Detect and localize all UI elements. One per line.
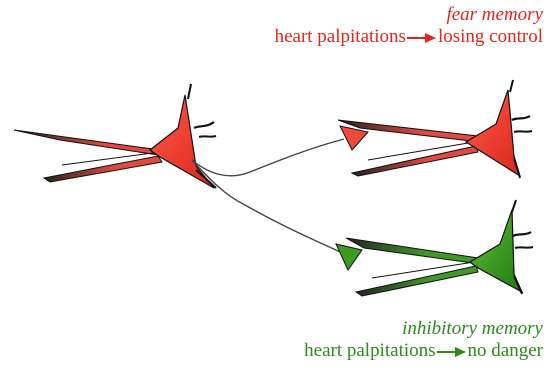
fear-target-neuron: [338, 80, 532, 178]
source-neuron: [14, 84, 216, 188]
fear-synapse-terminal: [340, 126, 368, 150]
axon-branches: [192, 139, 344, 252]
inhibitory-target-neuron: [346, 200, 533, 296]
inhibitory-synapse-terminal: [336, 244, 362, 270]
